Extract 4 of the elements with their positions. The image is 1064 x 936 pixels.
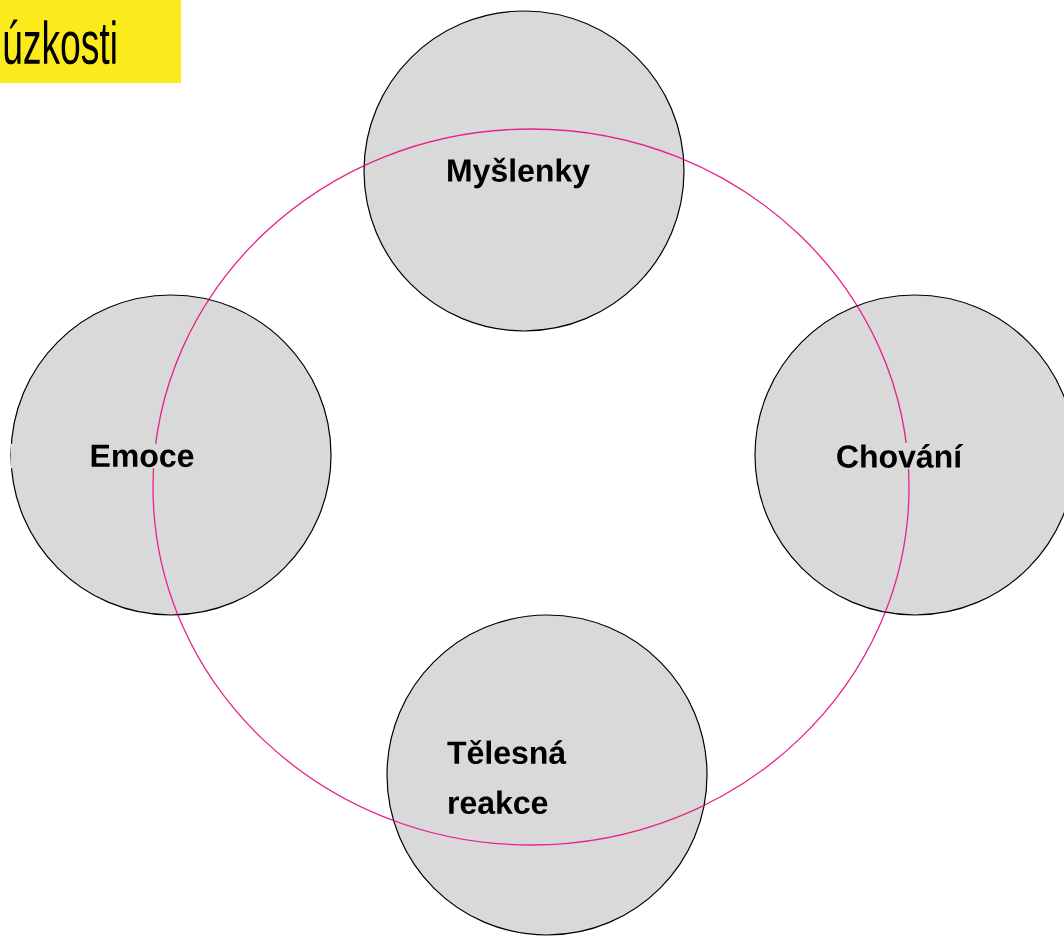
circle-node: Emoce — [10, 294, 332, 616]
circle-node: Tělesná reakce — [386, 614, 708, 936]
title-banner: úzkosti — [0, 0, 181, 83]
circle-node: Chování — [754, 294, 1064, 616]
